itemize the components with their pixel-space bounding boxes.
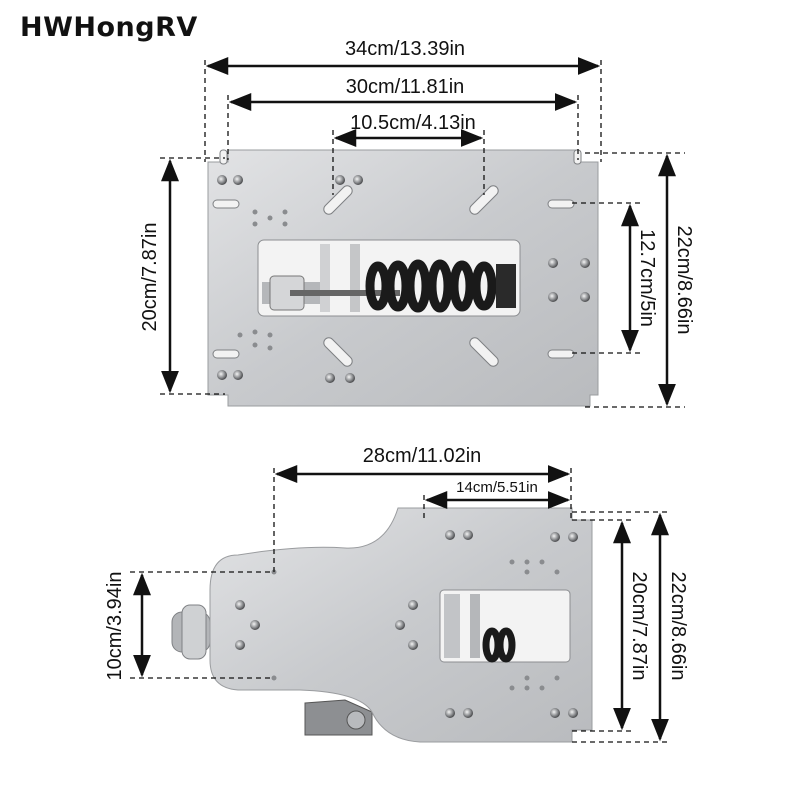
label-width-outer: 34cm/13.39in xyxy=(345,38,465,60)
bottom-extension-lines xyxy=(130,468,668,743)
top-extension-lines xyxy=(160,60,685,408)
top-dimension-arrows xyxy=(161,57,676,407)
label-height-left: 20cm/7.87in xyxy=(139,223,161,332)
bottom-dimension-arrows xyxy=(133,465,669,742)
bottom-plate-photo xyxy=(171,507,593,743)
label-width-total: 28cm/11.02in xyxy=(363,445,482,467)
label-width-holes: 30cm/11.81in xyxy=(346,76,465,98)
bottom-dimension-labels: 28cm/11.02in 14cm/5.51in 10cm/3.94in 20c… xyxy=(104,445,689,680)
label-slot-spacing: 10.5cm/4.13in xyxy=(350,112,476,134)
top-plate-photo xyxy=(207,149,599,407)
label-height-right-outer: 22cm/8.66in xyxy=(673,226,695,335)
brand-logo: HWHongRV xyxy=(20,12,198,43)
top-dimension-labels: 34cm/13.39in 30cm/11.81in 10.5cm/4.13in … xyxy=(139,38,695,334)
label-height-right-inner: 20cm/7.87in xyxy=(628,572,650,681)
label-height-left: 10cm/3.94in xyxy=(104,572,126,681)
label-height-right-outer: 22cm/8.66in xyxy=(667,572,689,681)
label-height-right-inner: 12.7cm/5in xyxy=(636,229,658,327)
label-width-top: 14cm/5.51in xyxy=(456,479,538,496)
